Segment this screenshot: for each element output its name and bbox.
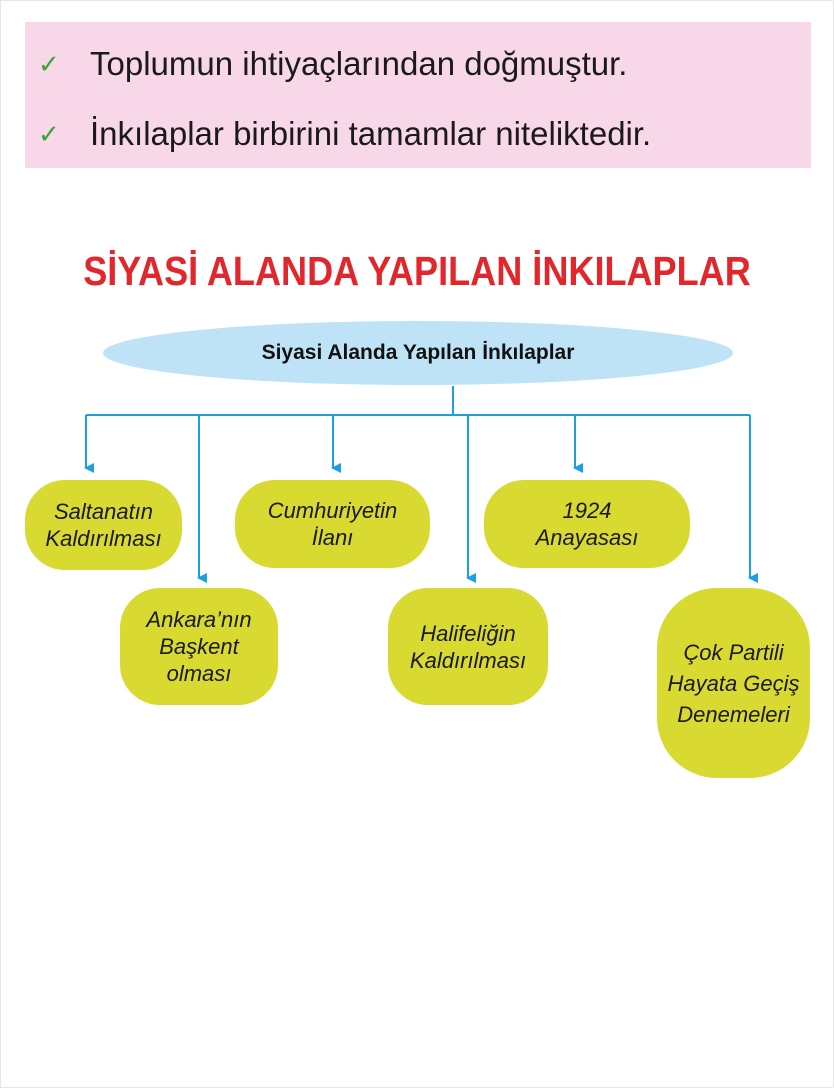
root-node: Siyasi Alanda Yapılan İnkılaplar bbox=[103, 321, 733, 385]
section-title: SİYASİ ALANDA YAPILAN İNKILAPLAR bbox=[83, 248, 751, 294]
node-ankara: Ankara’nın Başkent olması bbox=[120, 588, 278, 705]
node-anayasa: 1924 Anayasası bbox=[484, 480, 690, 568]
principle-text: Toplumun ihtiyaçlarından doğmuştur. bbox=[90, 45, 628, 82]
check-icon: ✓ bbox=[38, 48, 60, 79]
principle-item: ✓ İnkılaplar birbirini tamamlar nitelikt… bbox=[38, 115, 651, 153]
node-halifelik: Halifeliğin Kaldırılması bbox=[388, 588, 548, 705]
principle-text: İnkılaplar birbirini tamamlar nitelikted… bbox=[90, 115, 652, 152]
connector-lines bbox=[84, 386, 758, 583]
principle-item: ✓ Toplumun ihtiyaçlarından doğmuştur. bbox=[38, 45, 627, 83]
check-icon: ✓ bbox=[38, 118, 60, 149]
node-saltanat: Saltanatın Kaldırılması bbox=[25, 480, 182, 570]
principles-banner bbox=[25, 22, 811, 168]
node-cok-partili: Çok Partili Hayata Geçiş Denemeleri bbox=[657, 588, 810, 778]
node-cumhuriyet: Cumhuriyetin İlanı bbox=[235, 480, 430, 568]
